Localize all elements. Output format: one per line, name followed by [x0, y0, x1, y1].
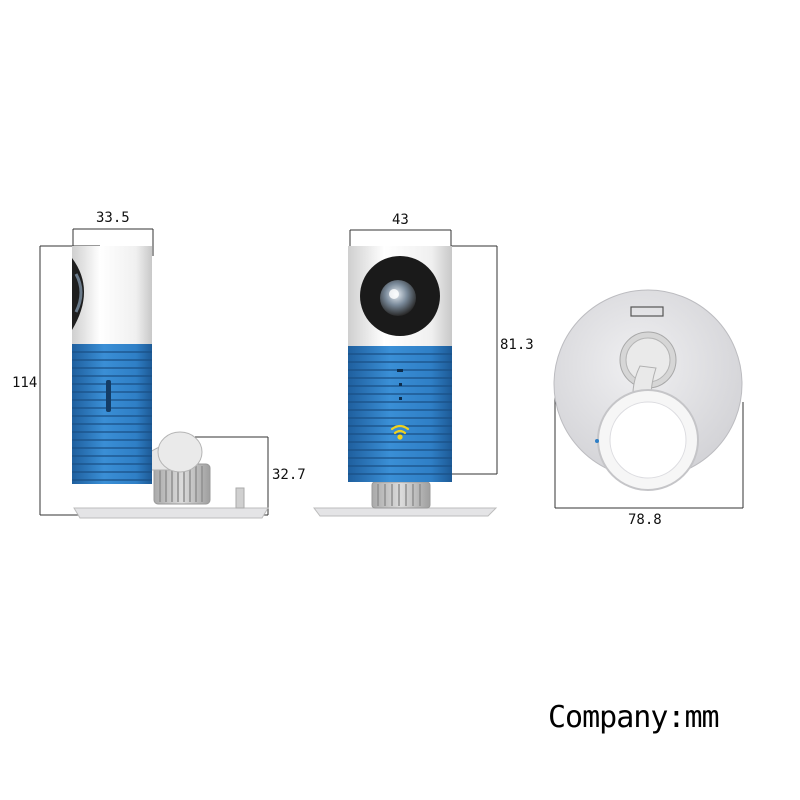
side-base-plate: [73, 507, 269, 519]
front-mount-ridges: [377, 484, 421, 506]
front-dimension-lines: [349, 229, 498, 475]
side-base-clip: [235, 487, 245, 509]
side-mount-ridges: [159, 466, 203, 502]
mount-height-label: 32.7: [272, 467, 306, 483]
front-indicator-leds: [397, 369, 403, 400]
side-lens: [72, 258, 84, 330]
bottom-dimension-lines: [554, 380, 744, 509]
side-body-ridges: [72, 351, 152, 481]
side-body-white: [72, 246, 152, 344]
bottom-view: [553, 289, 744, 509]
front-body-blue: [348, 346, 452, 482]
side-mount-ball: [157, 431, 203, 473]
front-base-plate: [313, 507, 498, 517]
front-view: [313, 229, 498, 517]
base-diameter-label: 78.8: [628, 512, 662, 528]
front-width-label: 43: [392, 212, 409, 228]
front-lens-glare: [389, 289, 399, 299]
side-width-label: 33.5: [96, 210, 130, 226]
side-lens-glare: [74, 273, 83, 313]
side-slot: [106, 380, 111, 412]
front-lens: [380, 280, 416, 316]
front-height-label: 81.3: [500, 337, 534, 353]
side-height-label: 114: [12, 375, 38, 391]
bottom-camera-face: [609, 401, 687, 479]
bottom-slot: [630, 306, 664, 317]
front-wifi-icon: [390, 424, 410, 440]
side-body-blue: [72, 344, 152, 484]
unit-caption: Company:mm: [548, 700, 720, 735]
side-view: [39, 228, 269, 519]
front-mount-knob: [371, 481, 431, 509]
bottom-indicator: [595, 439, 599, 443]
